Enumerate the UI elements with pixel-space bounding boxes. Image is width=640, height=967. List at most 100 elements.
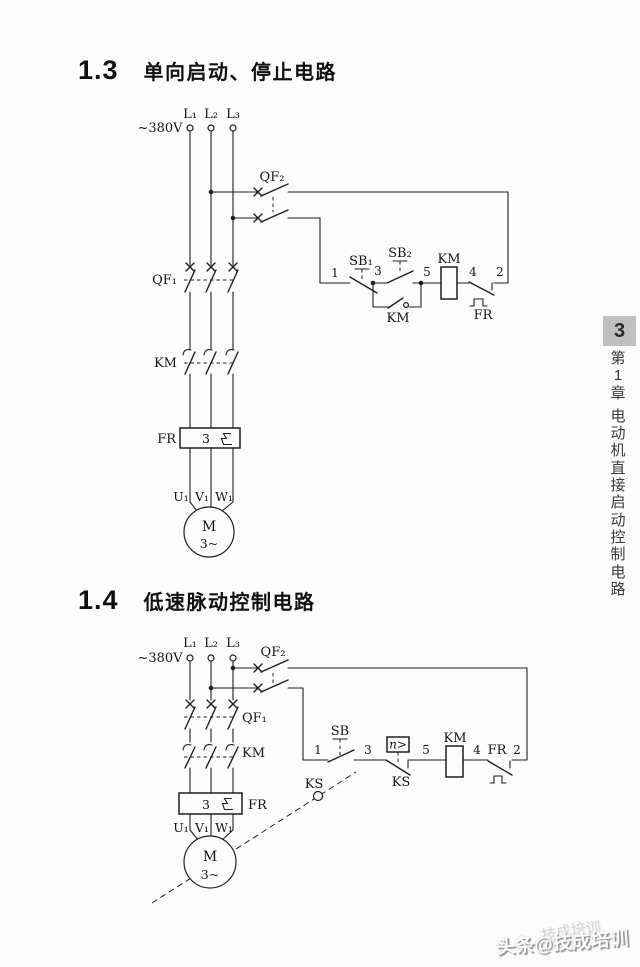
section-1-4-heading: 1.4 低速脉动控制电路 [78,585,316,616]
sb2-start-button: SB₂ [372,246,422,284]
fr-contact-label: FR [474,308,494,323]
motor-phase-label: 3~ [200,536,218,551]
fr-contact-label: FR [488,743,508,758]
phase-l1-label: L₁ [183,636,197,651]
supply-terminals: ~380V L₁ L₂ L₃ [137,107,239,136]
node-2-label: 2 [513,743,521,757]
terminal-v1-label: V₁ [194,820,209,835]
chapter-char: 动 [610,425,626,443]
coil-box [445,745,464,778]
node-5-label: 5 [423,265,431,279]
terminal-w1-label: W₁ [215,820,233,835]
qf2-label: QF₂ [261,645,286,660]
km-main-label: KM [242,746,265,761]
contact-jaw-icon [182,744,192,751]
sb-button: SB [327,724,387,763]
x-contact-icon [185,699,238,709]
section-1-3-heading: 1.3 单向启动、停止电路 [78,55,337,86]
motor-phase-label: 3~ [201,867,219,882]
terminal-u1-label: U₁ [173,820,189,835]
km-main-contacts: KM [154,349,239,429]
ks-speed-sensor: KS [305,777,323,802]
chapter-char: 第 [610,350,626,367]
terminal-w1-label: W₁ [215,489,233,504]
speed-relay-symbol: n> [389,738,407,752]
section-number: 1.4 [78,585,119,615]
thermal-release-icon [489,775,507,784]
phase-wires [189,130,236,266]
km-aux-contact: KM [372,282,422,326]
fr-overload-contact: FR [487,743,528,784]
km-coil: KM [443,731,489,778]
terminal-v1-label: V₁ [194,489,209,504]
motor-circle [183,835,237,889]
km-aux-label: KM [386,311,409,326]
qf1-breaker: QF₁ [184,699,267,743]
chapter-vertical-strip: 第 1 章 电 动 机 直 接 启 动 控 制 电 路 [604,350,632,598]
motor-circle [183,506,235,558]
terminal-icon [229,124,237,132]
sb1-label: SB₁ [349,254,373,269]
contact-jaw-icon [203,349,213,356]
control-circuit: 1 SB 3 n> KS [302,724,528,790]
chapter-char: 1 [613,367,623,385]
node-4-label: 4 [473,743,481,757]
thermal-release-icon [469,298,488,307]
qf1-breaker: QF₁ [152,262,239,350]
chapter-char: 章 [610,384,626,402]
motor-m-label: M [203,849,217,865]
node-2-label: 2 [496,265,504,279]
supply-terminals: ~380V L₁ L₂ L₃ [137,636,239,666]
contact-jaw-icon [225,744,235,751]
chapter-char: 电 [610,563,626,581]
ks-contact-label: KS [392,775,411,790]
contact-tip-icon [403,302,410,309]
shaft-coupling-dash [151,771,357,904]
section-number: 1.3 [78,55,119,85]
terminal-icon [207,654,215,662]
phase-l2-label: L₂ [204,107,218,122]
voltage-label: ~380V [137,651,183,666]
page-number-tab: 3 [603,316,636,346]
circuit-start-stop: ~380V L₁ L₂ L₃ QF₂ [137,107,509,558]
motor: U₁ V₁ W₁ M 3~ [173,820,237,889]
chapter-char: 动 [610,511,626,529]
thermal-element-icon [220,432,233,446]
chapter-char: 机 [610,442,626,460]
thermal-element-icon [221,797,234,811]
chapter-char: 控 [610,528,626,546]
fr-thermal-relay: FR 3 [157,427,241,512]
phase-l1-label: L₁ [183,107,197,122]
chapter-char: 启 [610,494,626,512]
fr-label: FR [248,798,268,813]
phase-l3-label: L₃ [226,636,240,651]
x-contact-icon [185,262,238,272]
node-1-label: 1 [314,743,322,757]
node-3-label: 3 [374,264,382,278]
sb-label: SB [331,724,349,739]
node-1-label: 1 [331,266,339,280]
contact-jaw-icon [225,349,235,356]
section-title-text: 低速脉动控制电路 [143,592,316,614]
fr-label: FR [157,432,177,447]
motor: U₁ V₁ W₁ M 3~ [173,489,235,558]
terminal-u1-label: U₁ [173,489,189,504]
node-5-label: 5 [422,743,430,757]
qf1-label: QF₁ [152,273,177,288]
phase-wires [189,660,236,701]
qf1-label: QF₁ [242,711,267,726]
page-number: 3 [613,319,626,342]
qf2-breaker: QF₂ [210,645,528,693]
voltage-label: ~380V [137,121,183,136]
coil-box [440,266,458,300]
qf2-breaker: QF₂ [210,170,509,223]
qf2-label: QF₂ [260,170,285,185]
chapter-char: 接 [610,477,626,495]
km-coil: KM [420,252,470,300]
km-main-label: KM [154,356,177,371]
contact-jaw-icon [182,349,192,356]
km-coil-label: KM [437,252,460,267]
control-circuit: 1 SB₁ 3 SB₂ [319,246,509,326]
